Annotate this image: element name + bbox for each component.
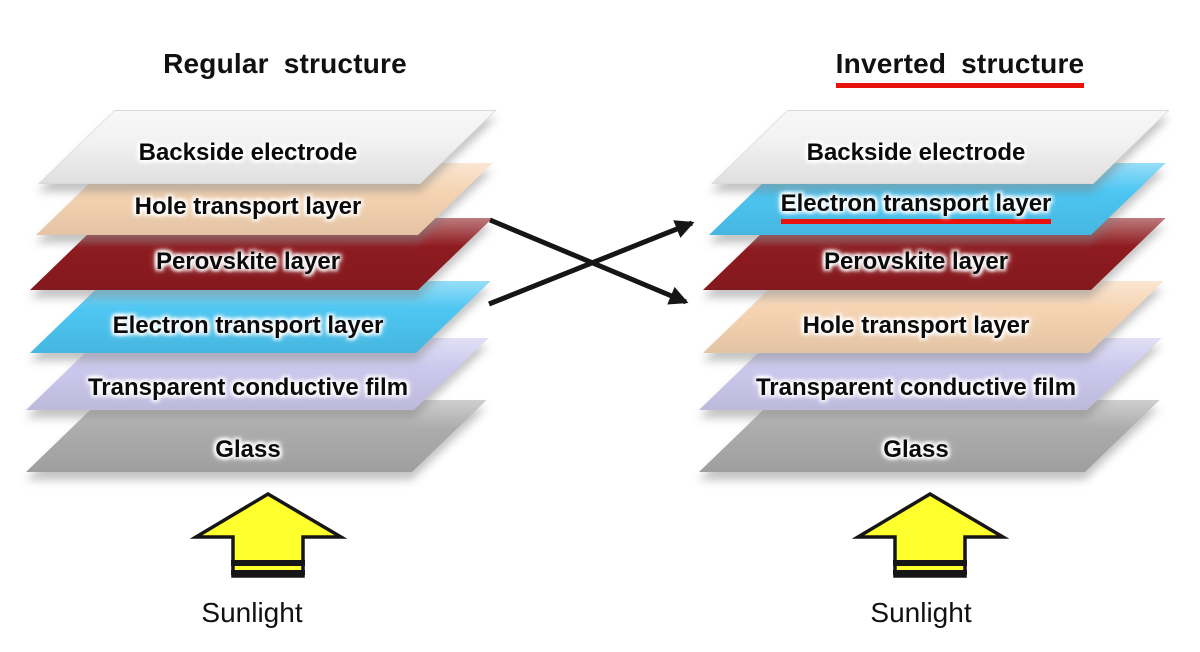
right-sunlight-label: Sunlight <box>870 597 972 628</box>
right-label-glass: Glass <box>883 436 949 463</box>
right-label-backside-electrode: Backside electrode <box>806 139 1026 166</box>
inverted-structure-title: Inverted structure <box>760 48 1160 88</box>
left-label-transparent-conductive-film: Transparent conductive film <box>87 374 409 401</box>
right-label-hole-transport: Hole transport layer <box>802 312 1030 339</box>
right-sunlight-arrow-icon <box>851 491 1010 578</box>
left-sunlight-arrow-icon <box>189 491 348 578</box>
left-label-perovskite: Perovskite layer <box>155 248 341 275</box>
swap-arrow-down-icon <box>489 217 689 305</box>
inverted-structure-title-text: Inverted structure <box>835 48 1085 88</box>
left-label-hole-transport: Hole transport layer <box>134 193 362 220</box>
left-label-backside-electrode: Backside electrode <box>138 139 358 166</box>
left-sunlight-label: Sunlight <box>201 597 303 628</box>
right-sunlight-arrow-shape <box>851 491 1010 578</box>
left-sunlight-arrow-shape <box>189 491 348 578</box>
regular-structure-title: Regular structure <box>163 48 407 79</box>
left-label-electron-transport: Electron transport layer <box>112 312 384 339</box>
right-label-perovskite: Perovskite layer <box>823 248 1009 275</box>
right-label-transparent-conductive-film: Transparent conductive film <box>755 374 1077 401</box>
right-label-electron-transport: Electron transport layer <box>701 188 1131 226</box>
swap-arrow-up-icon <box>488 220 695 307</box>
left-label-glass: Glass <box>215 436 281 463</box>
